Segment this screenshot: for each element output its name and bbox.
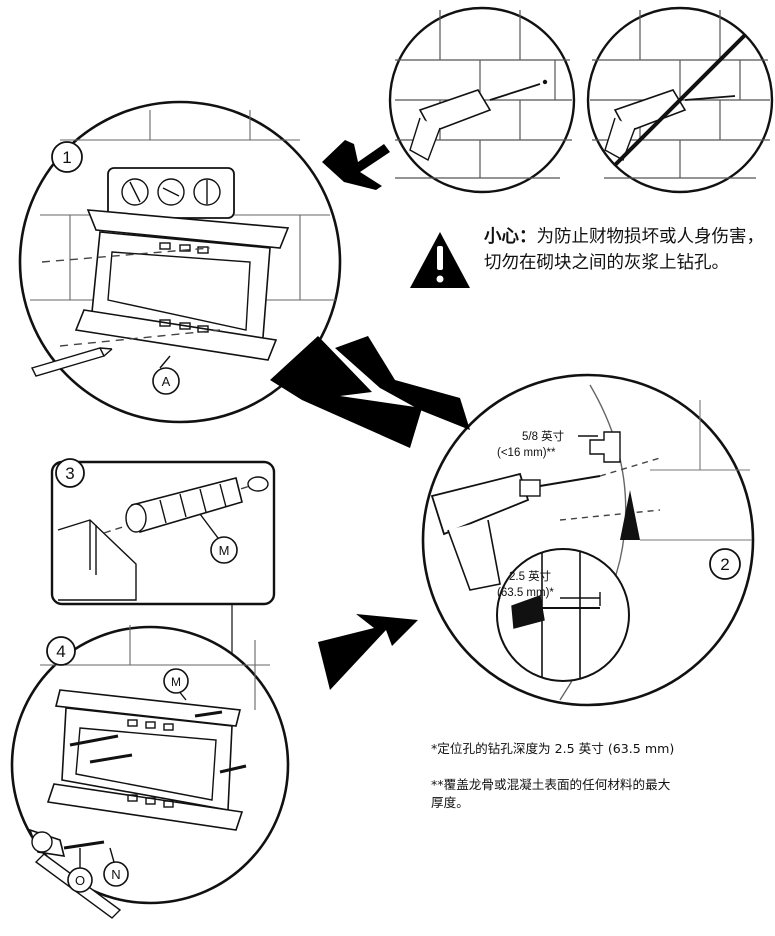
footnote-max-thickness: **覆盖龙骨或混凝土表面的任何材料的最大 厚度。 <box>431 777 671 810</box>
footnotes: *定位孔的钻孔深度为 2.5 英寸 (63.5 mm) **覆盖龙骨或混凝土表面… <box>431 722 771 830</box>
dimension-pilot-depth-1: 2.5 英寸 <box>509 569 551 583</box>
caution-text: 小心：为防止财物损坏或人身伤害，切勿在砌块之间的灰浆上钻孔。 <box>484 224 769 276</box>
step-2-panel <box>421 373 755 707</box>
part-a-label: A <box>162 374 171 389</box>
caution-body: 为防止财物损坏或人身伤害，切勿在砌块之间的灰浆上钻孔。 <box>484 227 764 273</box>
no-drilling-in-mortar-icon <box>586 6 774 194</box>
step-4-panel <box>10 625 290 919</box>
caution-title: 小心： <box>484 227 537 247</box>
footnote-pilot-hole: *定位孔的钻孔深度为 2.5 英寸 (63.5 mm) <box>431 741 675 756</box>
level-tool <box>107 167 235 219</box>
pilot-hole-inset <box>496 548 630 682</box>
part-n-label: N <box>111 867 120 882</box>
correct-drilling-icon <box>388 6 576 194</box>
step-1-panel <box>18 100 342 424</box>
dimension-pilot-depth-2: (63.5 mm)* <box>497 587 554 599</box>
drill-tool <box>430 472 601 591</box>
part-m-label-step3: M <box>219 543 230 558</box>
part-o-label: O <box>75 873 85 888</box>
arrow-icon <box>270 140 470 690</box>
step-1-label: 1 <box>62 148 71 167</box>
dimension-face-depth-1: 5/8 英寸 <box>522 429 564 443</box>
step-3-panel <box>50 458 276 606</box>
warning-triangle-icon <box>410 232 470 288</box>
step-2-label: 2 <box>720 555 729 574</box>
mounted-bracket <box>46 689 247 831</box>
step-3-label: 3 <box>65 464 74 483</box>
dimension-face-depth-2: (<16 mm)** <box>497 447 556 459</box>
wall-anchor <box>125 477 243 533</box>
wall-bracket <box>74 209 290 361</box>
step-4-label: 4 <box>56 642 65 661</box>
part-m-label-step4: M <box>171 675 181 689</box>
